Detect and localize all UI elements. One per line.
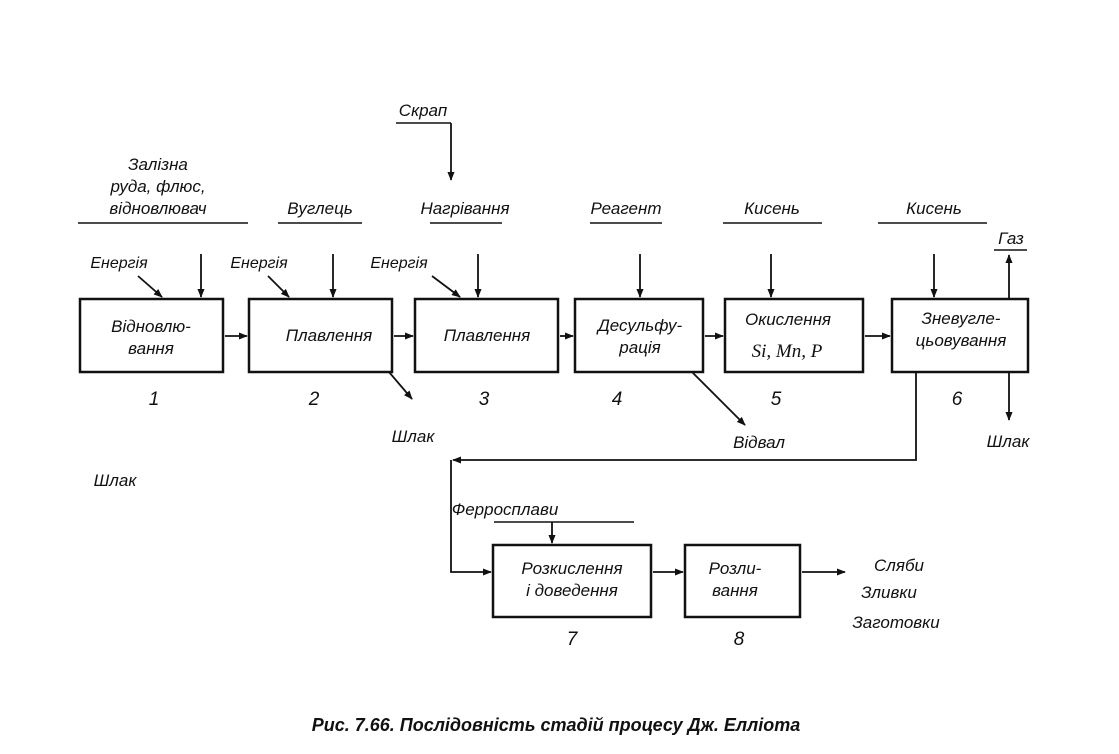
stage-1-box	[78, 297, 225, 374]
stage-8-box	[683, 543, 802, 619]
stage-8-number: 8	[734, 629, 745, 650]
stage-4-number: 4	[612, 389, 623, 410]
slag-left-label: Шлак	[94, 471, 138, 490]
heating-label: Нагрівання	[420, 199, 509, 218]
dump-arrow	[691, 371, 746, 426]
stage-2-number: 2	[308, 389, 320, 410]
stage-7-box	[491, 543, 653, 619]
scrap-label: Скрап	[399, 101, 448, 120]
return-loop-lower	[450, 460, 492, 576]
stage-5-label-line1: Окислення	[745, 310, 831, 329]
stage-6-label-line2: цьовування	[916, 331, 1007, 350]
stage-7-label-line1: Розкислення	[521, 559, 622, 578]
slag-6-label: Шлак	[987, 432, 1031, 451]
stage-2-box	[247, 297, 394, 374]
carbon-label: Вуглець	[287, 199, 353, 218]
energy-3-label: Енергія	[370, 255, 428, 272]
ferroalloys-label: Феррoсплави	[452, 500, 559, 519]
stage-4-box	[573, 297, 705, 374]
oxygen-5-label: Кисень	[744, 199, 800, 218]
energy-1-arrow	[137, 275, 163, 298]
energy-2-arrow	[267, 275, 290, 298]
stage-7-number: 7	[567, 629, 579, 650]
output-ingots-label: Зливки	[861, 583, 917, 602]
stage-5-box	[723, 297, 865, 374]
stage-4-label-line1: Десульфу-	[596, 316, 683, 335]
ore-label-line1: Залізна	[128, 155, 188, 174]
stage-7-label-line2: і доведення	[526, 581, 618, 600]
oxygen-6-label: Кисень	[906, 199, 962, 218]
stage-5-number: 5	[771, 389, 782, 410]
output-slabs-label: Сляби	[874, 556, 925, 575]
energy-3-arrow	[431, 275, 461, 298]
stage-1-number: 1	[149, 389, 160, 410]
energy-2-label: Енергія	[230, 255, 288, 272]
stage-1-label-line1: Відновлю-	[111, 317, 191, 336]
stage-4-label-line2: рація	[618, 338, 661, 357]
reagent-label: Реагент	[590, 199, 661, 218]
ore-label-line2: руда, флюс,	[109, 177, 205, 196]
output-billets-label: Заготовки	[852, 613, 940, 632]
stage-6-label-line1: Зневугле-	[922, 309, 1001, 328]
gas-label: Газ	[998, 229, 1024, 248]
stage-3-label: Плавлення	[444, 326, 531, 345]
stage-8-label-line1: Розли-	[709, 559, 762, 578]
stage-2-label: Плавлення	[286, 326, 373, 345]
slag-2-label: Шлак	[392, 427, 436, 446]
stage-8-label-line2: вання	[712, 581, 758, 600]
stage-6-box	[890, 297, 1030, 374]
stage-5-label-line2: Si, Mn, P	[752, 341, 823, 362]
dump-label: Відвал	[733, 433, 785, 452]
stage-6-number: 6	[952, 389, 963, 410]
ore-label-line3: відновлювач	[109, 199, 206, 218]
stage-3-box	[413, 297, 560, 374]
energy-1-label: Енергія	[90, 255, 148, 272]
stage-1-label-line2: вання	[128, 339, 174, 358]
return-loop-upper	[452, 372, 917, 464]
slag-2-arrow	[388, 371, 413, 400]
figure-caption: Рис. 7.66. Послідовність стадій процесу …	[312, 715, 801, 735]
stage-3-number: 3	[479, 389, 490, 410]
